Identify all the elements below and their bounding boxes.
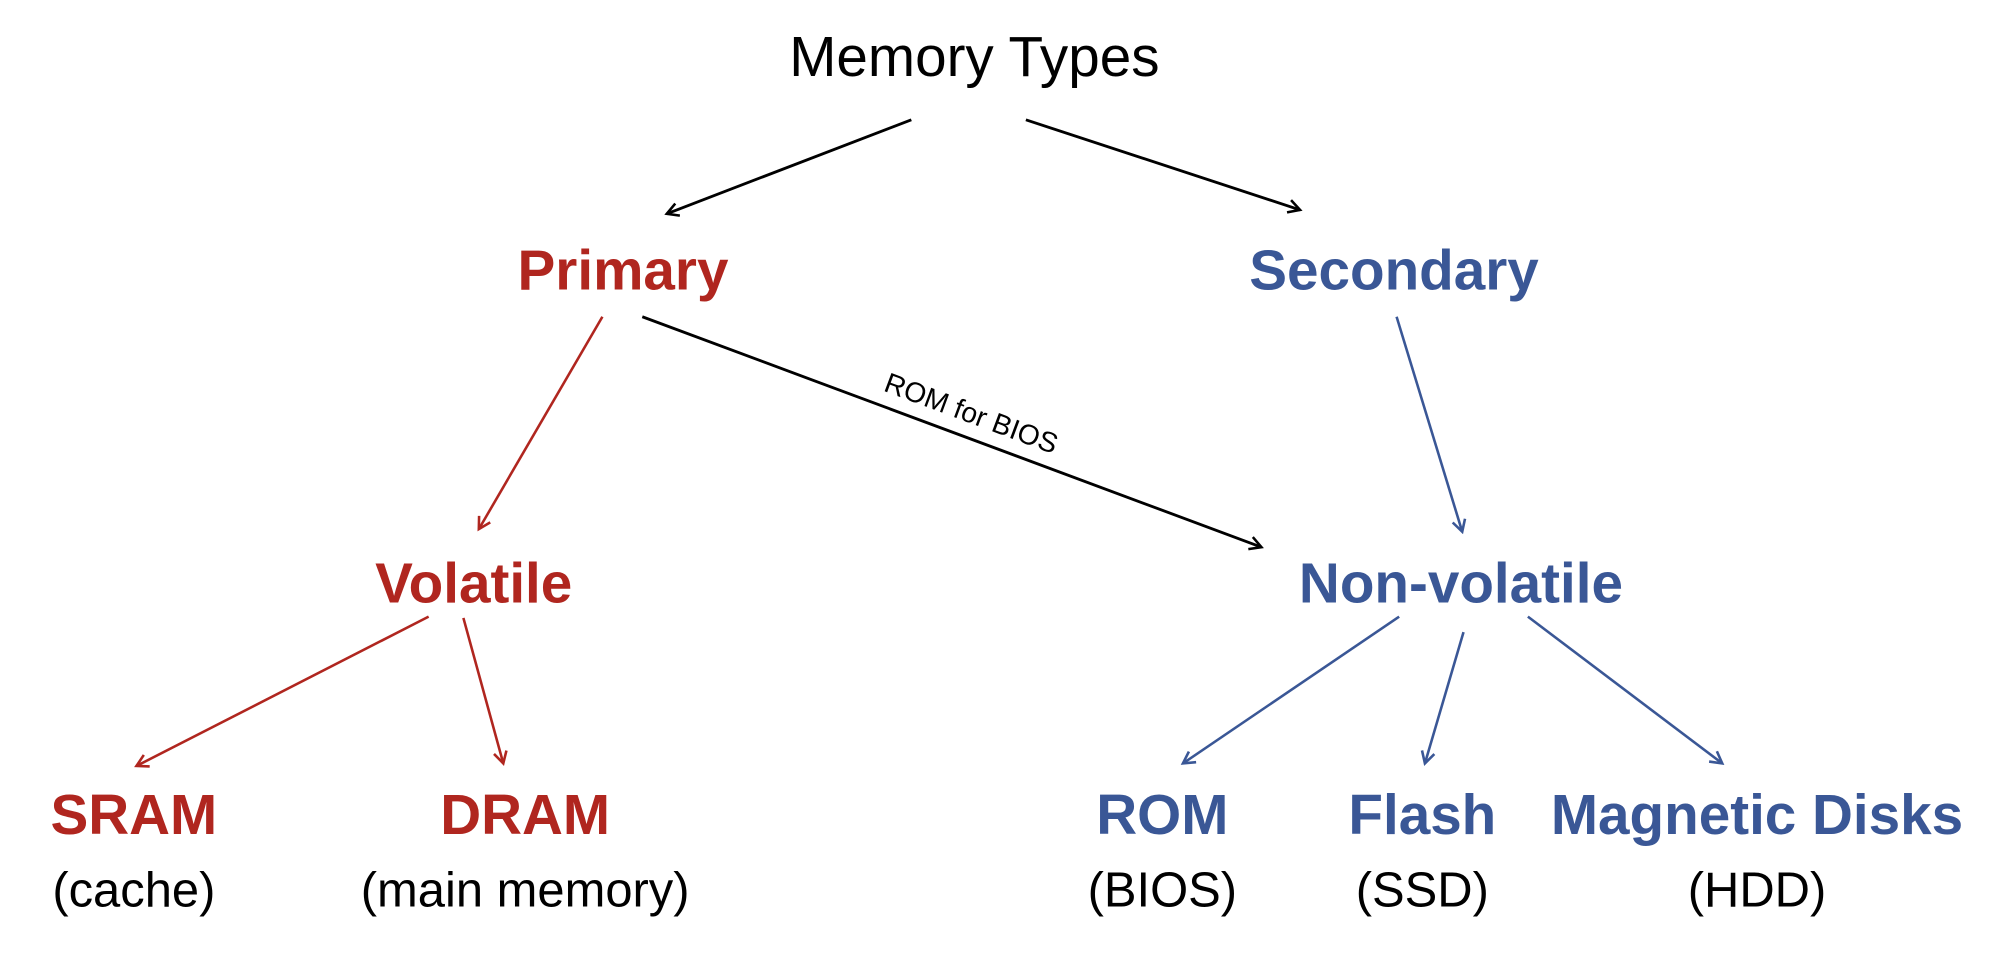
leaf-sram: SRAM (cache): [50, 784, 217, 917]
node-rom: ROM: [1096, 784, 1228, 847]
node-sram-sub: (cache): [52, 863, 215, 917]
edge-volatile-sram: [136, 615, 430, 766]
node-dram: DRAM: [440, 784, 610, 847]
node-flash: Flash: [1348, 784, 1496, 847]
edge-primary-nonvolatile: [641, 315, 1261, 547]
node-magnetic-disks-sub: (HDD): [1688, 863, 1827, 917]
node-dram-sub: (main memory): [361, 863, 690, 917]
edge-volatile-dram: [462, 617, 503, 763]
node-magnetic-disks: Magnetic Disks: [1551, 784, 1963, 847]
node-volatile: Volatile: [375, 552, 572, 615]
leaf-flash: Flash (SSD): [1348, 784, 1496, 917]
edge-label-rom-for-bios: ROM for BIOS: [880, 366, 1062, 460]
edge-nonvolatile-disks: [1527, 615, 1722, 764]
leaf-magnetic-disks: Magnetic Disks (HDD): [1551, 784, 1963, 917]
edge-title-secondary: [1025, 118, 1300, 210]
node-primary: Primary: [518, 240, 729, 303]
leaf-rom: ROM (BIOS): [1088, 784, 1237, 917]
leaf-dram: DRAM (main memory): [361, 784, 690, 917]
node-flash-sub: (SSD): [1356, 863, 1489, 917]
edge-secondary-nonvolatile: [1395, 316, 1463, 532]
diagram-title: Memory Types: [789, 26, 1159, 89]
edge-primary-volatile: [479, 316, 604, 529]
edge-nonvolatile-flash: [1425, 631, 1465, 763]
edges: [136, 118, 1722, 766]
node-sram: SRAM: [50, 784, 217, 847]
node-rom-sub: (BIOS): [1088, 863, 1237, 917]
node-nonvolatile: Non-volatile: [1299, 552, 1623, 615]
edge-title-primary: [667, 118, 912, 214]
node-secondary: Secondary: [1249, 240, 1539, 303]
edge-nonvolatile-rom: [1183, 615, 1400, 764]
